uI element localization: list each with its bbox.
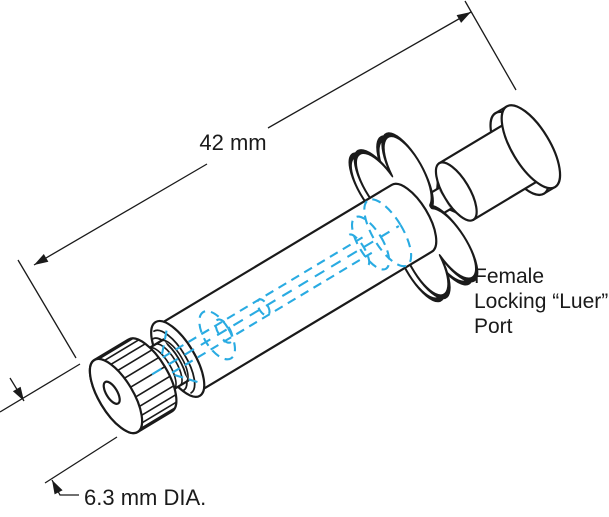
hidden-seat-arc [348,233,371,267]
diameter-dimension-label: 6.3 mm DIA. [84,485,206,510]
hub-ring-2 [151,337,188,392]
extension-line-right [464,0,517,91]
hub-ring-1 [153,329,196,394]
length-dimension [17,0,517,359]
arrowhead-upper-icon [12,386,24,401]
luer-cap [88,337,178,435]
dimension-line-left-segment [33,163,208,266]
syringe-assembly [88,104,562,435]
port-label-line2: Locking “Luer” [474,290,608,313]
port-label: Female Locking “Luer” Port [474,265,608,338]
extension-line-upper [0,363,81,413]
hidden-piston-face [214,318,234,344]
arrowhead-right-icon [456,12,471,23]
port-label-line1: Female [474,265,544,288]
cap-center-hole [102,380,121,405]
cone-base-ellipse [434,161,478,222]
port-label-line3: Port [474,315,513,338]
plunger-shaft-sides [438,124,537,221]
thumb-rim-face [500,104,562,190]
hidden-shoulder-top [160,330,168,356]
diameter-dimension [0,363,118,496]
hidden-centerline [151,225,400,376]
hidden-shoulder-bottom [172,373,198,384]
hidden-cavity-bottom [171,251,373,374]
arrowhead-lower-icon [52,480,63,495]
collar-thread-4 [160,339,189,383]
barrel-outline [163,182,438,390]
extension-line-left [17,259,77,359]
arrowhead-left-icon [34,254,49,265]
length-dimension-label: 42 mm [199,130,266,155]
hidden-cavity-top [162,236,364,359]
hidden-luer-cavity-inner [350,215,391,271]
extension-line-lower [44,436,118,484]
hidden-rod-key [256,298,271,317]
cap-knurling [98,337,178,430]
dimension-line-right-segment [267,11,472,129]
thumb-press [434,104,562,222]
